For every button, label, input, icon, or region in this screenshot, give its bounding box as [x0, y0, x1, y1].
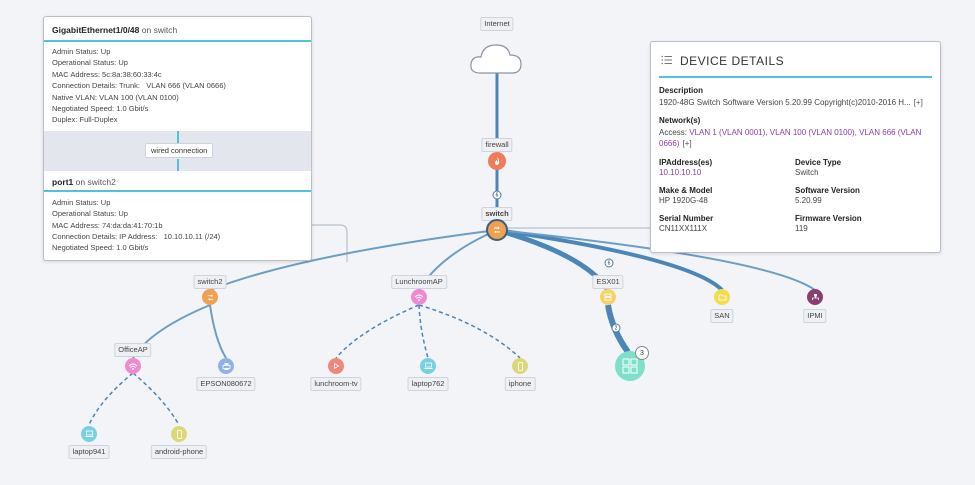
- node-label-epson[interactable]: EPSON080672: [196, 377, 256, 391]
- link-ap-laptop762[interactable]: [418, 304, 429, 359]
- node-label-switch2[interactable]: switch2: [193, 275, 227, 289]
- node-label-ipmi[interactable]: IPMI: [803, 309, 827, 323]
- bottom-interface-device: switch2: [87, 176, 116, 187]
- kv-row: MAC Address: 74:da:da:41:70:1b: [52, 220, 163, 230]
- kv-row: Admin Status: Up: [52, 197, 111, 207]
- description-value: 1920-48G Switch Software Version 5.20.99…: [659, 98, 923, 107]
- wifi-ap-icon[interactable]: [411, 289, 427, 305]
- networks-label: Network(s): [659, 116, 701, 125]
- storage-icon[interactable]: [714, 289, 730, 305]
- kv-row: Duplex: Full-Duplex: [52, 115, 118, 125]
- link-switch-switch2[interactable]: [209, 229, 498, 291]
- device-details-title: DEVICE DETAILS: [680, 54, 785, 68]
- ip-address-link[interactable]: 10.10.10.10: [659, 168, 702, 177]
- wired-connection-label: wired connection: [145, 142, 214, 158]
- link-switch-san[interactable]: [496, 228, 724, 292]
- kv-row: MAC Address: 5c:8a:38:60:33:4c: [52, 69, 162, 79]
- panel-connector-line: [310, 224, 348, 262]
- expand-description-button[interactable]: [+]: [913, 98, 923, 107]
- switch-icon[interactable]: [486, 219, 508, 241]
- switch2-icon[interactable]: [202, 289, 218, 305]
- bottom-interface-rows: Admin Status: Up Operational Status: Up …: [44, 192, 311, 254]
- wired-line-top: [177, 130, 179, 143]
- accent-divider: [44, 40, 311, 42]
- bottom-interface-name: port1: [52, 176, 74, 187]
- bottom-interface-on: on: [75, 176, 86, 187]
- top-interface-title: GigabitEthernet1/0/48 on switch: [44, 17, 311, 40]
- link-officeap-androidphone[interactable]: [132, 372, 180, 426]
- link-count-badge-esx: 6: [604, 258, 614, 268]
- server-icon[interactable]: [600, 289, 616, 305]
- node-label-officeap[interactable]: OfficeAP: [114, 343, 152, 357]
- top-interface-device: switch: [153, 25, 178, 35]
- description-label: Description: [659, 86, 704, 95]
- networks-link[interactable]: VLAN 1 (VLAN 0001), VLAN 100 (VLAN 0100)…: [659, 128, 922, 148]
- top-interface-rows: Admin Status: Up Operational Status: Up …: [44, 42, 311, 131]
- node-label-internet[interactable]: Internet: [480, 17, 514, 31]
- kv-row: Admin Status: Up: [52, 47, 111, 56]
- field-ip: IPAddress(es) 10.10.10.10: [659, 158, 795, 178]
- laptop-icon[interactable]: [81, 426, 97, 442]
- device-details-panel: DEVICE DETAILS Description 1920-48G Swit…: [650, 41, 941, 253]
- firewall-icon[interactable]: [488, 152, 506, 170]
- wifi-ap-icon[interactable]: [125, 358, 141, 374]
- link-officeap-laptop941[interactable]: [88, 372, 134, 426]
- networks-value: Access: VLAN 1 (VLAN 0001), VLAN 100 (VL…: [659, 128, 922, 148]
- printer-icon[interactable]: [218, 358, 234, 374]
- node-label-androidphone[interactable]: android-phone: [150, 445, 208, 459]
- kv-row: Connection Details: IP Address: 10.10.10…: [52, 232, 221, 242]
- bottom-interface-title: port1 on switch2: [44, 171, 311, 190]
- field-serial-number: Serial Number CN11XX111X: [659, 214, 714, 233]
- node-label-firewall[interactable]: firewall: [481, 138, 513, 152]
- node-label-lunchroomap[interactable]: LunchroomAP: [391, 275, 447, 289]
- description-section: Description 1920-48G Switch Software Ver…: [651, 78, 940, 108]
- top-interface-on: on: [141, 25, 152, 35]
- node-label-lunchroomtv[interactable]: lunchroom-tv: [310, 377, 362, 391]
- accent-divider: [659, 76, 932, 78]
- link-count-badge: 6: [492, 190, 502, 200]
- device-details-header: DEVICE DETAILS: [651, 42, 940, 76]
- cluster-count-badge: 3: [635, 346, 649, 360]
- kv-row: Connection Details: Trunk: VLAN 666 (VLA…: [52, 81, 226, 91]
- list-icon: [661, 52, 673, 70]
- phone-icon[interactable]: [171, 426, 187, 442]
- networks-section: Network(s) Access: VLAN 1 (VLAN 0001), V…: [651, 108, 940, 149]
- link-count-badge-cluster: 2: [611, 323, 621, 333]
- link-ap-iphone[interactable]: [418, 304, 521, 359]
- wired-connection-band: wired connection: [44, 130, 311, 171]
- wired-line-bottom: [177, 158, 179, 171]
- kv-row: Native VLAN: VLAN 100 (VLAN 0100): [52, 92, 179, 102]
- cloud-icon[interactable]: [470, 44, 522, 74]
- device-fields-grid: IPAddress(es) 10.10.10.10 Device Type Sw…: [651, 149, 940, 234]
- media-icon[interactable]: [328, 358, 344, 374]
- link-switch-ipmi[interactable]: [496, 229, 816, 291]
- top-interface-name: GigabitEthernet1/0/48: [52, 25, 140, 35]
- accent-divider: [44, 189, 311, 192]
- expand-networks-button[interactable]: [+]: [682, 139, 692, 148]
- ipmi-icon[interactable]: [807, 289, 823, 305]
- field-firmware-version: Firmware Version 119: [795, 214, 862, 233]
- link-switch2-epson[interactable]: [209, 304, 227, 359]
- phone-icon[interactable]: [512, 358, 528, 374]
- kv-row: Negotiated Speed: 1.0 Gbit/s: [52, 104, 149, 114]
- node-label-esx01[interactable]: ESX01: [592, 275, 624, 289]
- connection-details-panel: GigabitEthernet1/0/48 on switch Admin St…: [43, 16, 312, 261]
- kv-row: Operational Status: Up: [52, 209, 128, 219]
- kv-row: Negotiated Speed: 1.0 Gbit/s: [52, 243, 149, 253]
- field-device-type: Device Type Switch: [795, 158, 842, 177]
- link-ap-lunchroomtv[interactable]: [335, 304, 420, 359]
- laptop-icon[interactable]: [420, 358, 436, 374]
- kv-row: Operational Status: Up: [52, 58, 128, 68]
- node-label-san[interactable]: SAN: [710, 309, 734, 323]
- field-make-model: Make & Model HP 1920G-48: [659, 186, 713, 205]
- field-software-version: Software Version 5.20.99: [795, 186, 860, 205]
- node-label-laptop941[interactable]: laptop941: [68, 445, 110, 459]
- node-label-iphone[interactable]: iphone: [504, 377, 536, 391]
- node-label-laptop762[interactable]: laptop762: [407, 377, 449, 391]
